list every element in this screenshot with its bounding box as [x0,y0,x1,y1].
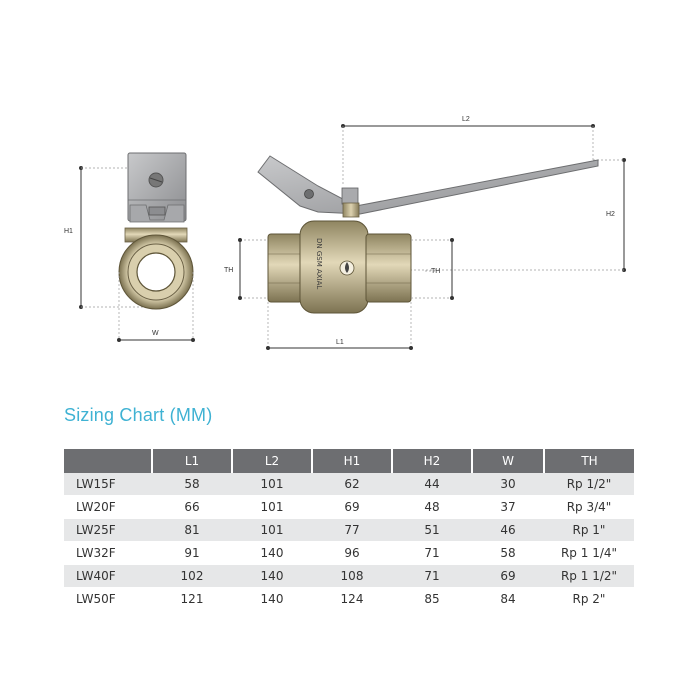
table-row: LW20F 66 101 69 48 37 Rp 3/4" [64,495,634,519]
table-cell: 108 [312,564,392,588]
table-cell: 69 [312,495,392,519]
table-cell: LW15F [64,473,152,496]
column-header: TH [544,449,634,473]
table-cell: 84 [472,587,544,611]
table-cell: 101 [232,518,312,542]
padlock-hole-icon [304,189,314,199]
sizing-table: L1 L2 H1 H2 W TH LW15F 58 101 62 44 30 R… [64,449,634,611]
technical-drawing: H1 W L2 H2 [64,116,626,350]
ball-valve-side-view: L2 H2 DN GSM AXIAL TH [224,116,626,350]
table-cell: 30 [472,473,544,496]
table-cell: Rp 1 1/2" [544,564,634,588]
table-cell: Rp 1/2" [544,473,634,496]
table-cell: 66 [152,495,232,519]
table-cell: Rp 2" [544,587,634,611]
table-row: LW25F 81 101 77 51 46 Rp 1" [64,518,634,542]
table-cell: Rp 3/4" [544,495,634,519]
table-cell: 58 [152,473,232,496]
table-cell: 71 [392,564,472,588]
column-header: H2 [392,449,473,473]
table-cell: LW25F [64,518,152,542]
table-cell: 124 [312,587,392,611]
column-header: H1 [312,449,393,473]
table-cell: LW40F [64,564,152,588]
column-header: W [472,449,545,473]
table-cell: 71 [392,541,472,565]
table-header-row: L1 L2 H1 H2 W TH [64,449,634,473]
h1-label: H1 [64,228,73,235]
table-cell: 140 [232,564,312,588]
table-cell: Rp 1 1/4" [544,541,634,565]
table-cell: 96 [312,541,392,565]
ball-valve-end-view: H1 W [64,152,195,342]
lever-handle-icon [257,155,599,215]
table-cell: 101 [232,495,312,519]
table-cell: 37 [472,495,544,519]
l1-label: L1 [336,339,344,346]
table-row: LW32F 91 140 96 71 58 Rp 1 1/4" [64,541,634,565]
table-cell: 69 [472,564,544,588]
table-row: LW15F 58 101 62 44 30 Rp 1/2" [64,473,634,496]
table-cell: LW32F [64,541,152,565]
table-cell: 58 [472,541,544,565]
table-cell: 51 [392,518,472,542]
table-cell: LW20F [64,495,152,519]
column-header: L1 [152,449,233,473]
table-cell: 44 [392,473,472,496]
table-cell: 62 [312,473,392,496]
table-cell: 140 [232,541,312,565]
column-header: L2 [232,449,313,473]
column-header [64,449,153,473]
table-cell: LW50F [64,587,152,611]
table-cell: 46 [472,518,544,542]
table-row: LW40F 102 140 108 71 69 Rp 1 1/2" [64,564,634,588]
table-cell: 81 [152,518,232,542]
table-cell: 85 [392,587,472,611]
table-cell: 91 [152,541,232,565]
table-row: LW50F 121 140 124 85 84 Rp 2" [64,587,634,611]
table-cell: 102 [152,564,232,588]
body-marking: DN GSM AXIAL [315,238,323,289]
table-cell: 101 [232,473,312,496]
table-cell: Rp 1" [544,518,634,542]
table-cell: 48 [392,495,472,519]
sizing-chart-title: Sizing Chart (MM) [64,405,213,425]
table-cell: 77 [312,518,392,542]
th-right-label: TH [431,268,440,275]
th-left-label: TH [224,267,233,274]
l2-label: L2 [462,116,470,123]
table-cell: 140 [232,587,312,611]
h2-label: H2 [606,211,615,218]
w-label: W [152,330,159,337]
table-cell: 121 [152,587,232,611]
